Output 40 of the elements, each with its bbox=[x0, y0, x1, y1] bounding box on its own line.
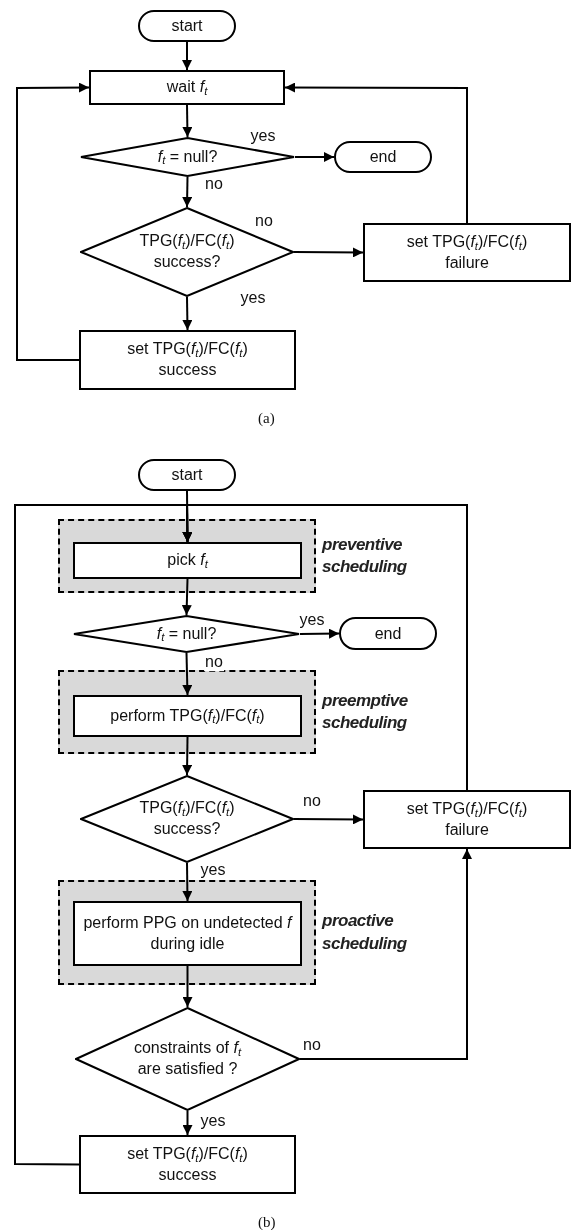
group-heading: preemptive scheduling bbox=[322, 689, 409, 734]
arrow bbox=[293, 247, 364, 258]
process-box: set TPG(f$_{t}$)/FC(f$_{t}$) success bbox=[79, 1135, 296, 1194]
decision-text: f$_{t}$ = null? bbox=[157, 146, 218, 168]
arrow bbox=[182, 652, 193, 696]
process-box: perform TPG(f$_{t}$)/FC(f$_{t}$) bbox=[73, 695, 302, 737]
terminal-box: end bbox=[334, 141, 432, 173]
arrow bbox=[182, 504, 468, 791]
terminal-box: start bbox=[138, 10, 236, 42]
arrow bbox=[293, 814, 364, 825]
arrow bbox=[299, 848, 472, 1060]
arrow bbox=[182, 1110, 193, 1136]
process-box: set TPG(f$_{t}$)/FC(f$_{t}$) success bbox=[79, 330, 296, 390]
arrow bbox=[181, 578, 192, 616]
decision-text: TPG(f$_{t}$)/FC(f$_{t}$) success? bbox=[138, 798, 236, 839]
arrow bbox=[299, 628, 340, 639]
decision-text: constraints of f$_{t}$ are satisfied ? bbox=[132, 1038, 243, 1079]
process-box: pick f$_{t}$ bbox=[73, 542, 302, 579]
arrow bbox=[182, 41, 192, 71]
arrow bbox=[182, 104, 193, 138]
arrow bbox=[182, 862, 193, 902]
arrow bbox=[284, 82, 468, 224]
arrow bbox=[182, 296, 193, 331]
process-box: perform PPG on undetected f during idle bbox=[73, 901, 302, 966]
subfigure-caption: (b) bbox=[258, 1212, 276, 1230]
decision-text: f$_{t}$ = null? bbox=[156, 623, 217, 645]
arrow bbox=[294, 152, 335, 162]
decision-text: TPG(f$_{t}$)/FC(f$_{t}$) success? bbox=[138, 231, 236, 272]
process-box: set TPG(f$_{t}$)/FC(f$_{t}$) failure bbox=[363, 790, 571, 849]
group-heading: proactive scheduling bbox=[322, 910, 408, 955]
terminal-box: start bbox=[138, 459, 236, 491]
process-box: set TPG(f$_{t}$)/FC(f$_{t}$) failure bbox=[363, 223, 571, 282]
arrow bbox=[16, 82, 90, 361]
subfigure-caption: (a) bbox=[258, 408, 275, 428]
arrow bbox=[182, 965, 193, 1008]
arrow bbox=[182, 176, 193, 208]
process-box: wait f$_{t}$ bbox=[89, 70, 285, 105]
arrow bbox=[182, 736, 193, 776]
group-heading: preventive scheduling bbox=[322, 533, 408, 578]
terminal-box: end bbox=[339, 617, 437, 650]
